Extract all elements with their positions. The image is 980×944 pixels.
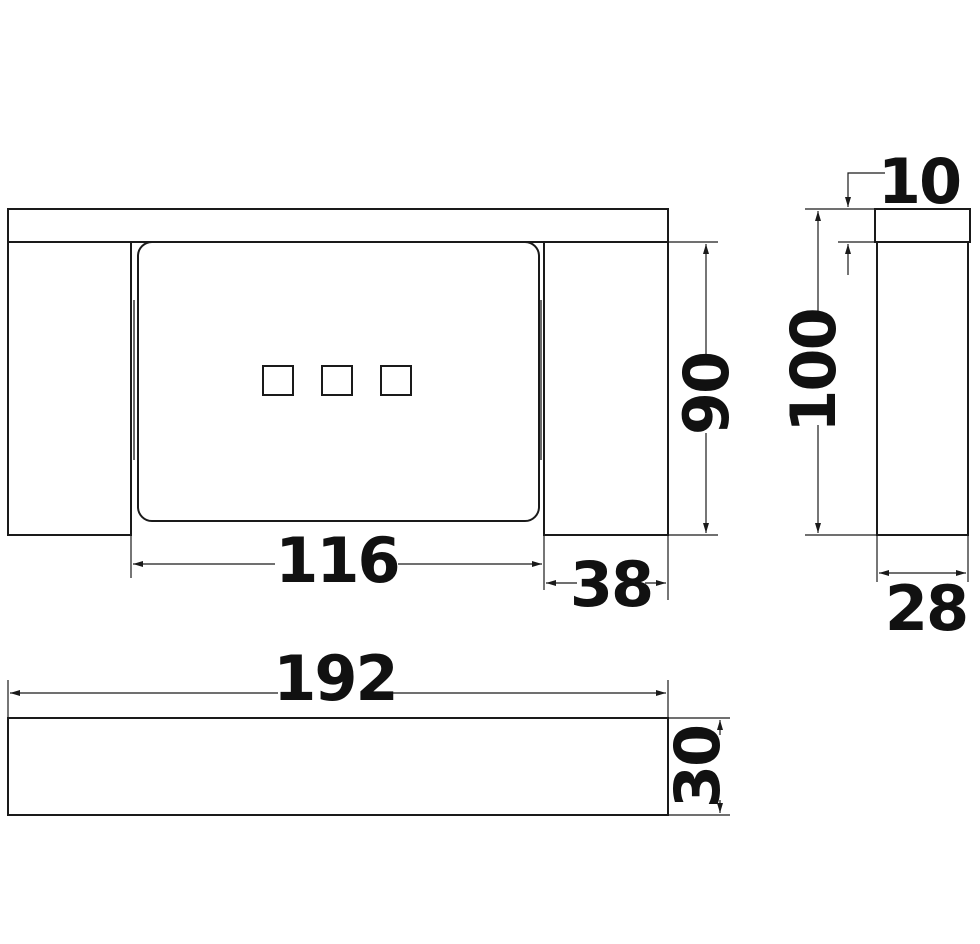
dimension-label-116: 116	[275, 524, 398, 597]
bottom-view-outline	[7, 717, 669, 816]
dimension-label-28: 28	[885, 572, 967, 645]
left-support-block	[7, 241, 132, 536]
side-view	[874, 208, 971, 536]
dimension-height-10: 10	[838, 145, 962, 275]
soap-dish-tray	[137, 241, 540, 522]
drain-hole-icon	[380, 365, 412, 396]
drain-hole-icon	[321, 365, 353, 396]
dimension-width-38: 38	[546, 535, 669, 621]
dimension-height-30: 30	[661, 717, 734, 816]
right-support-block	[543, 241, 669, 536]
top-shelf-bar	[7, 208, 669, 243]
dimension-width-192: 192	[7, 642, 669, 718]
dimension-label-192: 192	[273, 642, 396, 715]
dimension-depth-28: 28	[876, 535, 969, 645]
dimension-label-100: 100	[777, 309, 850, 432]
bottom-view	[7, 717, 669, 816]
dimension-label-90: 90	[670, 353, 743, 435]
dimension-height-90: 90	[668, 241, 743, 536]
side-body	[876, 241, 969, 536]
dimension-label-30: 30	[661, 726, 734, 808]
front-view	[7, 208, 669, 536]
dimension-label-10: 10	[878, 145, 960, 218]
dimension-label-38: 38	[570, 548, 652, 621]
dimension-line	[845, 172, 885, 207]
dimension-height-100: 100	[777, 208, 877, 536]
drain-hole-icon	[262, 365, 294, 396]
dimension-width-116: 116	[130, 524, 545, 597]
